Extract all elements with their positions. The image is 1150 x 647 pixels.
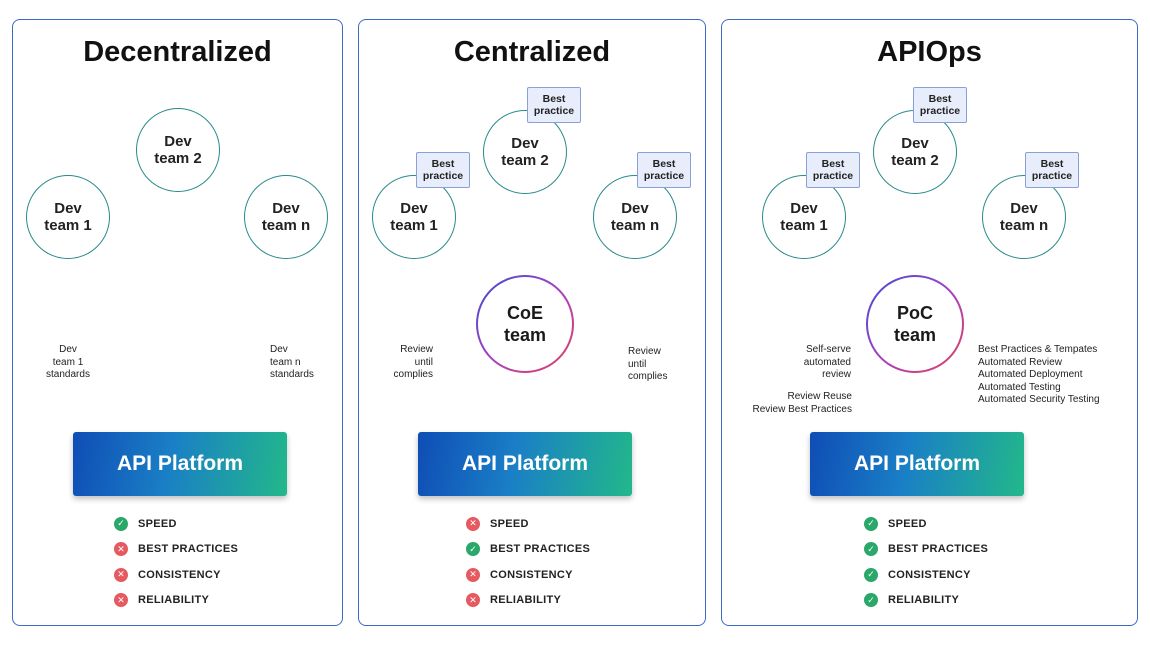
dev-team-2-node: Dev team 2 [483,110,567,194]
dev-team-1-standards-label: Dev team 1 standards [46,344,90,380]
status-label: RELIABILITY [888,594,960,607]
review-until-complies-label: Review until complies [393,344,433,380]
status-item: ✓ SPEED [114,511,238,537]
status-label: SPEED [490,517,529,530]
status-label: SPEED [138,517,177,530]
poc-team-hub: PoC team [866,275,964,373]
dev-team-1-node: Dev team 1 [372,175,456,259]
status-label: BEST PRACTICES [888,543,989,556]
x-circle-icon: ✕ [114,567,128,582]
coe-team-hub: CoE team [476,275,574,373]
status-label: RELIABILITY [138,594,210,607]
x-circle-icon: ✕ [466,567,480,582]
best-practice-tag: Best practice [637,152,691,188]
x-circle-icon: ✕ [466,516,480,531]
status-item: ✓ CONSISTENCY [864,562,988,588]
dev-team-n-node: Dev team n [593,175,677,259]
review-until-complies-label: Review until complies [628,346,668,382]
best-practice-tag: Best practice [806,152,860,188]
check-circle-icon: ✓ [114,516,128,531]
x-circle-icon: ✕ [114,542,128,557]
review-reuse-label: Review Reuse Review Best Practices [752,391,852,415]
dev-team-n-node: Dev team n [244,175,328,259]
dev-team-n-node: Dev team n [982,175,1066,259]
status-item: ✕ SPEED [466,511,590,537]
check-circle-icon: ✓ [466,542,480,557]
status-item: ✓ SPEED [864,511,988,537]
status-item: ✕ RELIABILITY [466,588,590,614]
api-platform-box: API Platform [73,432,287,496]
dev-team-2-node: Dev team 2 [136,108,220,192]
best-practice-tag: Best practice [1025,152,1079,188]
panel-title: Decentralized [83,36,272,68]
api-platform-box: API Platform [418,432,632,496]
status-label: BEST PRACTICES [138,543,239,556]
dev-team-n-standards-label: Dev team n standards [270,344,314,380]
panel-title: Centralized [453,36,611,68]
status-label: CONSISTENCY [888,568,971,581]
automation-capabilities-label: Best Practices & Tempates Automated Revi… [978,344,1100,405]
status-item: ✓ BEST PRACTICES [864,537,988,563]
check-circle-icon: ✓ [864,516,878,531]
x-circle-icon: ✕ [114,593,128,608]
status-item: ✕ RELIABILITY [114,588,238,614]
check-circle-icon: ✓ [864,542,878,557]
status-label: CONSISTENCY [138,568,221,581]
status-list: ✕ SPEED ✓ BEST PRACTICES ✕ CONSISTENCY ✕ RELIAB… [466,511,590,613]
dev-team-1-node: Dev team 1 [762,175,846,259]
status-label: CONSISTENCY [490,568,573,581]
status-item: ✓ RELIABILITY [864,588,988,614]
status-item: ✓ BEST PRACTICES [466,537,590,563]
status-item: ✕ CONSISTENCY [114,562,238,588]
status-item: ✕ BEST PRACTICES [114,537,238,563]
best-practice-tag: Best practice [527,87,581,123]
status-label: BEST PRACTICES [490,543,591,556]
dev-team-2-node: Dev team 2 [873,110,957,194]
status-item: ✕ CONSISTENCY [466,562,590,588]
status-list: ✓ SPEED ✓ BEST PRACTICES ✓ CONSISTENCY ✓ RELIAB… [864,511,988,613]
status-label: SPEED [888,517,927,530]
dev-team-1-node: Dev team 1 [26,175,110,259]
best-practice-tag: Best practice [416,152,470,188]
best-practice-tag: Best practice [913,87,967,123]
x-circle-icon: ✕ [466,593,480,608]
api-platform-box: API Platform [810,432,1024,496]
self-serve-review-label: Self-serve automated review [803,344,851,380]
panel-title: APIOps [877,36,982,68]
status-label: RELIABILITY [490,594,562,607]
status-list: ✓ SPEED ✕ BEST PRACTICES ✕ CONSISTENCY ✕ RELIAB… [114,511,238,613]
check-circle-icon: ✓ [864,593,878,608]
check-circle-icon: ✓ [864,567,878,582]
